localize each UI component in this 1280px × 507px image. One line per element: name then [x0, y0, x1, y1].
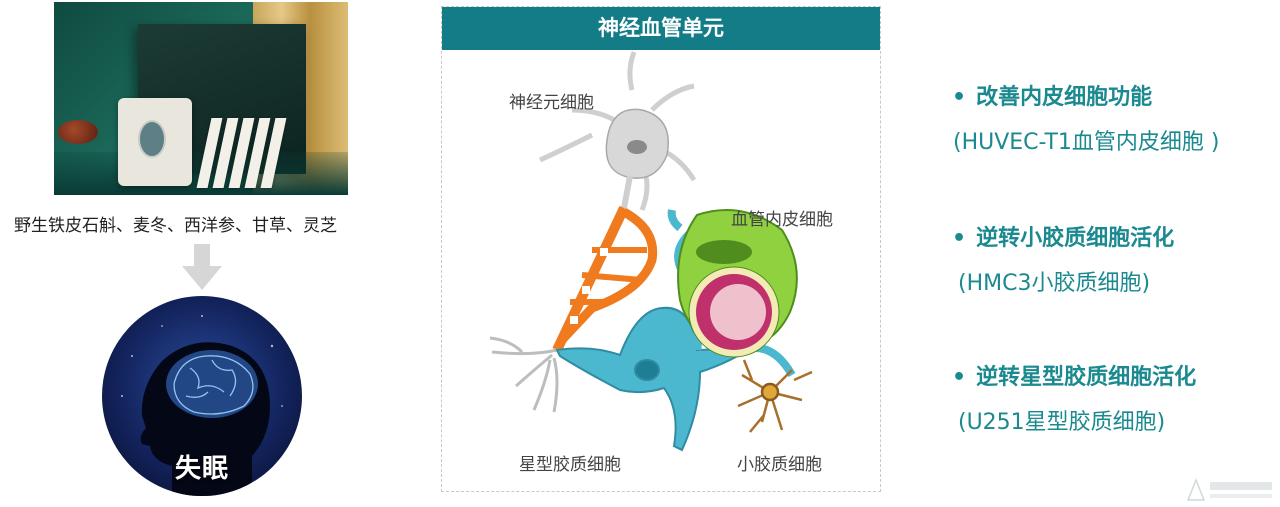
finding-3-title: •逆转星型胶质细胞活化: [952, 365, 1197, 390]
finding-1-detail: (HUVEC-T1血管内皮细胞 ): [953, 130, 1220, 155]
bullet-icon: •: [952, 365, 967, 390]
down-arrow-icon: [182, 244, 222, 290]
bullet-icon: •: [952, 85, 967, 110]
insomnia-label: 失眠: [174, 454, 229, 484]
finding-1-title: •改善内皮细胞功能: [952, 85, 1153, 110]
axon-terminal: [489, 336, 559, 413]
label-microglia: 小胶质细胞: [737, 455, 822, 475]
finding-3-detail: (U251星型胶质细胞): [958, 410, 1166, 435]
diagram-panel: [441, 6, 881, 492]
neuron-cell: [538, 51, 697, 211]
watermark-logo: [1186, 477, 1272, 501]
microglia-cell: [737, 359, 813, 433]
label-endothelial: 血管内皮细胞: [731, 210, 833, 230]
neurovascular-unit-diagram: [489, 51, 813, 452]
product-photo: [54, 2, 348, 195]
label-astrocyte: 星型胶质细胞: [519, 455, 621, 475]
insomnia-head-image: [102, 296, 302, 496]
finding-2-title: •逆转小胶质细胞活化: [952, 226, 1175, 251]
myelinated-axon: [552, 205, 658, 353]
finding-2-detail: (HMC3小胶质细胞): [958, 271, 1151, 296]
ingredients-caption: 野生铁皮石斛、麦冬、西洋参、甘草、灵芝: [14, 216, 337, 236]
diagram-title: 神经血管单元: [442, 7, 880, 50]
endothelial-cell: [667, 209, 798, 358]
bullet-icon: •: [952, 226, 967, 251]
label-neuron: 神经元细胞: [509, 93, 594, 113]
